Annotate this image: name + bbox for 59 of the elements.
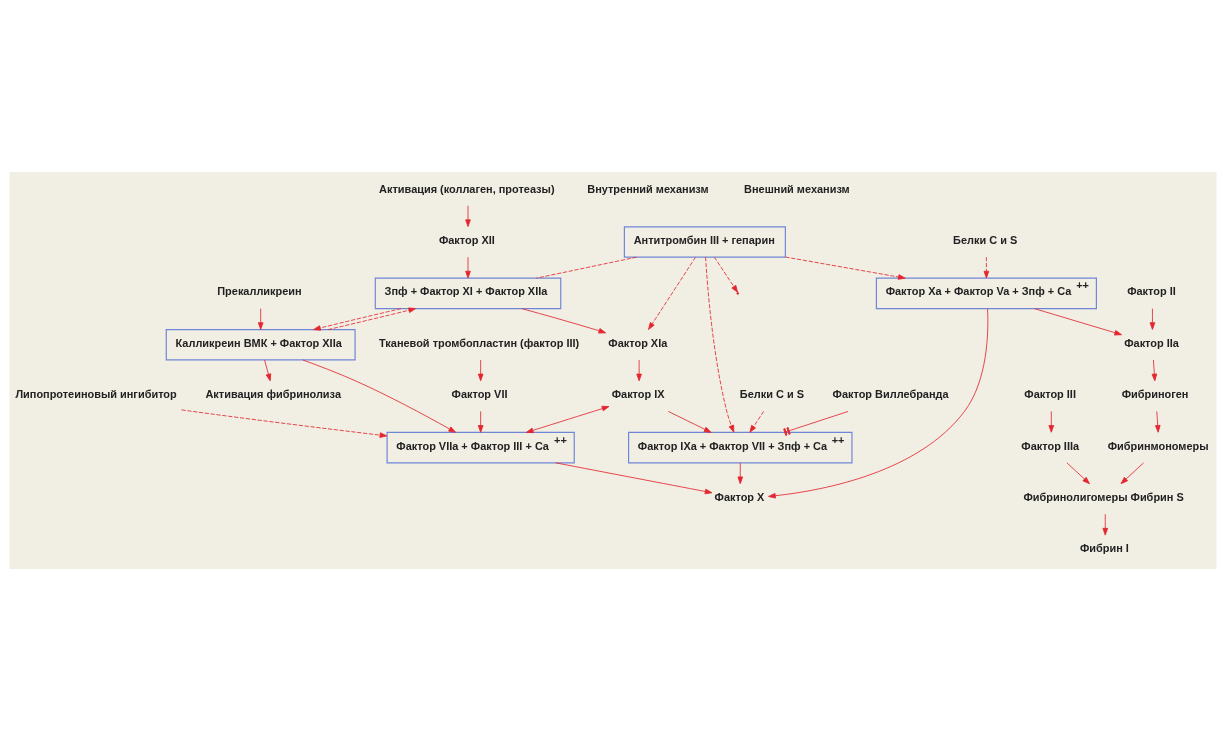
- arrow: [525, 405, 610, 434]
- arrow: [667, 411, 712, 433]
- node-text: Фактор XIa: [608, 336, 668, 349]
- node-text: Фактор VII: [451, 388, 508, 401]
- arrow: [737, 462, 744, 485]
- node-text: Фактор XII: [438, 233, 495, 246]
- arrow: [477, 411, 484, 433]
- node-text: Фибрин I: [1079, 542, 1129, 555]
- node-text: Прекалликреин: [217, 285, 302, 298]
- label: Внутренний механизм: [587, 182, 709, 195]
- arrow: [302, 359, 456, 433]
- connector: [535, 256, 637, 279]
- arrow: [1066, 462, 1090, 485]
- arrow: [648, 256, 696, 330]
- arrow: [1149, 308, 1156, 330]
- arrow: [768, 308, 989, 499]
- arrow: [1048, 411, 1055, 433]
- arrow: [465, 256, 471, 279]
- node-text: Фактор IIIa: [1021, 439, 1080, 452]
- arrow: [181, 409, 388, 438]
- arrow: [327, 307, 416, 330]
- arrow: [705, 256, 735, 433]
- node-text: Активация (коллаген, протеазы): [379, 182, 555, 195]
- node-box: Калликреин ВМК + Фактор XIIa: [165, 329, 356, 361]
- node-text: Фактор III: [1024, 388, 1076, 401]
- node-text: Белки C и S: [739, 388, 804, 401]
- arrow: [477, 359, 484, 382]
- node-text: Фактор IIa: [1124, 336, 1179, 349]
- node-text: Фибринмономеры: [1107, 439, 1209, 452]
- node-text: Тканевой тромбопластин (фактор III): [379, 336, 580, 349]
- node-text: Фибринолигомеры Фибрин S: [1023, 491, 1184, 504]
- connector: [783, 411, 849, 436]
- arrow: [636, 359, 642, 382]
- node-text: Фактор IX: [611, 388, 665, 401]
- arrow: [749, 411, 765, 433]
- label: Внешний механизм: [744, 182, 850, 195]
- arrow: [713, 256, 738, 293]
- node-box: Антитромбин III + гепарин: [623, 226, 786, 258]
- node-text: Фибриноген: [1121, 388, 1189, 401]
- node-text: Фактор Виллебранда: [832, 388, 949, 401]
- node-box: Зпф + Фактор XI + Фактор XIIa: [374, 277, 562, 310]
- arrow: [1102, 513, 1109, 536]
- arrow: [1120, 462, 1144, 485]
- arrow: [555, 462, 713, 495]
- arrow: [983, 256, 990, 279]
- node-text: Фактор X: [714, 491, 765, 504]
- arrow: [257, 308, 264, 330]
- arrow: [1151, 359, 1158, 382]
- arrow: [1155, 411, 1161, 433]
- arrow: [785, 256, 906, 280]
- arrow: [1034, 308, 1122, 336]
- node-text: Фактор II: [1127, 285, 1176, 298]
- arrow: [264, 359, 272, 382]
- node-text: Активация фибринолиза: [205, 388, 341, 401]
- node-text: Липопротеиновый ингибитор: [15, 388, 177, 401]
- node-text: Белки C и S: [953, 233, 1018, 246]
- arrow: [313, 308, 402, 331]
- arrow: [521, 308, 607, 334]
- arrow: [465, 205, 471, 227]
